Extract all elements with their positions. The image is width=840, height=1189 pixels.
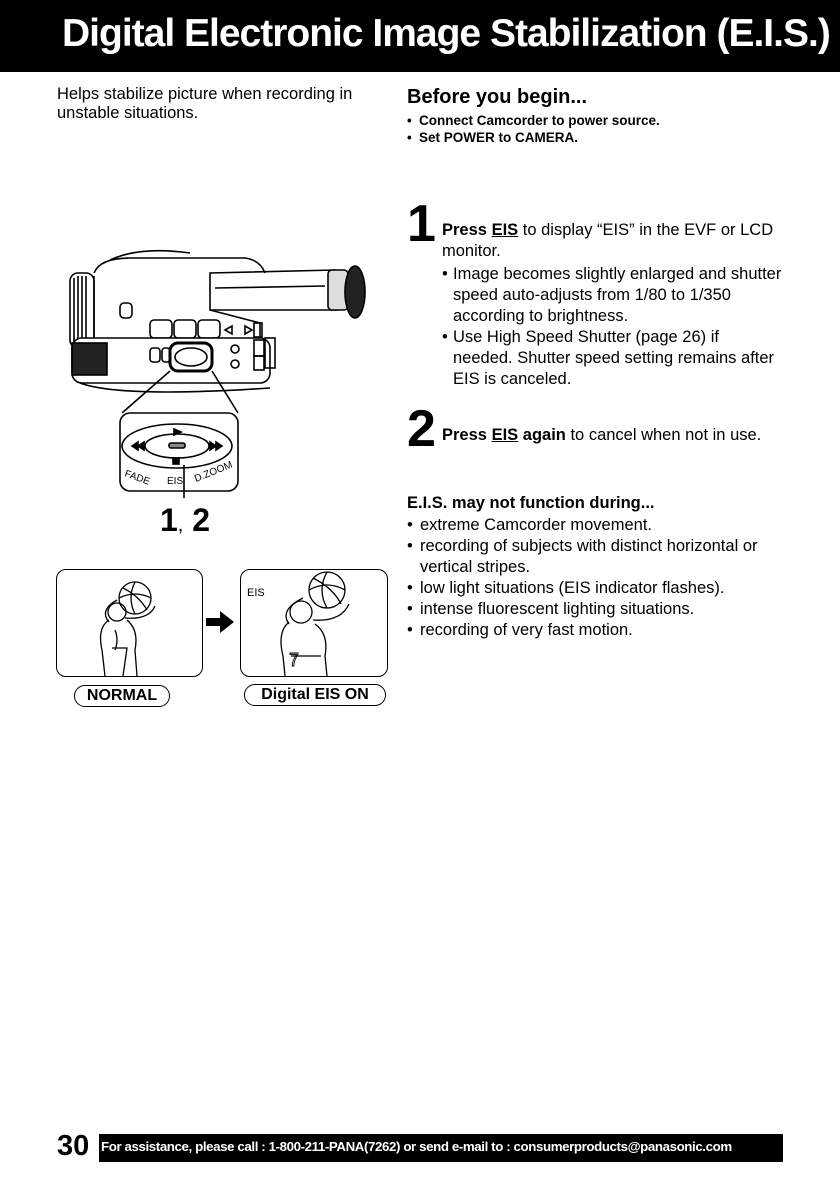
step-2-text: to cancel when not in use. [570, 426, 762, 444]
step-ref-sep: , [177, 514, 184, 536]
intro-text: Helps stabilize picture when recording i… [57, 85, 353, 122]
footer-bar: For assistance, please call : 1-800-211-… [99, 1134, 783, 1162]
step-2-press: Press [442, 426, 487, 444]
step-1-text: to display “EIS” in the EVF or LCD monit… [442, 221, 774, 260]
eis-limitations-heading: E.I.S. may not function during... [407, 494, 655, 512]
step-ref-b: 2 [192, 502, 211, 538]
page-title: Digital Electronic Image Stabilization (… [62, 12, 831, 55]
jersey-number: 7 [289, 650, 299, 670]
eis-limitation-item: low light situations (EIS indicator flas… [407, 578, 787, 599]
basketball-player-image [99, 581, 156, 677]
title-bar: Digital Electronic Image Stabilization (… [0, 0, 840, 72]
step-2-again: again [522, 426, 566, 444]
eis-screen-indicator: EIS [247, 587, 265, 599]
before-you-begin: Before you begin... Connect Camcorder to… [407, 86, 807, 146]
before-heading: Before you begin... [407, 86, 588, 108]
eis-on-picture: EIS 7 [240, 569, 388, 677]
basketball-player-zoomed-image: EIS 7 [247, 571, 350, 677]
camcorder-illustration: FADE EIS D.ZOOM [69, 249, 366, 498]
eis-limitation-item: recording of very fast motion. [407, 620, 787, 641]
before-item: Connect Camcorder to power source. [407, 112, 807, 129]
step-2-number: 2 [407, 400, 436, 458]
step-1-press: Press [442, 221, 487, 239]
arrow-right-icon [206, 611, 234, 633]
step-1-number: 1 [407, 195, 436, 253]
step-1-bullet: Use High Speed Shutter (page 26) if need… [442, 327, 782, 390]
step-reference-label: 1, 2 [160, 502, 210, 539]
eis-limitation-item: extreme Camcorder movement. [407, 515, 787, 536]
step-ref-a: 1 [160, 502, 178, 538]
eis-limitation-item: recording of subjects with distinct hori… [407, 536, 787, 578]
eis-key-label: EIS [491, 221, 519, 239]
dial-eis-label: EIS [167, 476, 183, 487]
before-item: Set POWER to CAMERA. [407, 129, 807, 146]
digital-eis-on-label: Digital EIS ON [244, 684, 386, 706]
eis-key-label: EIS [491, 426, 519, 444]
eis-limitations: E.I.S. may not function during... extrem… [407, 494, 787, 641]
page-number: 30 [57, 1130, 90, 1162]
normal-picture [56, 569, 203, 677]
normal-label: NORMAL [74, 685, 170, 707]
eis-limitation-item: intense fluorescent lighting situations. [407, 599, 787, 620]
assistance-text: For assistance, please call : 1-800-211-… [101, 1139, 732, 1154]
step-1-bullet: Image becomes slightly enlarged and shut… [442, 264, 782, 327]
